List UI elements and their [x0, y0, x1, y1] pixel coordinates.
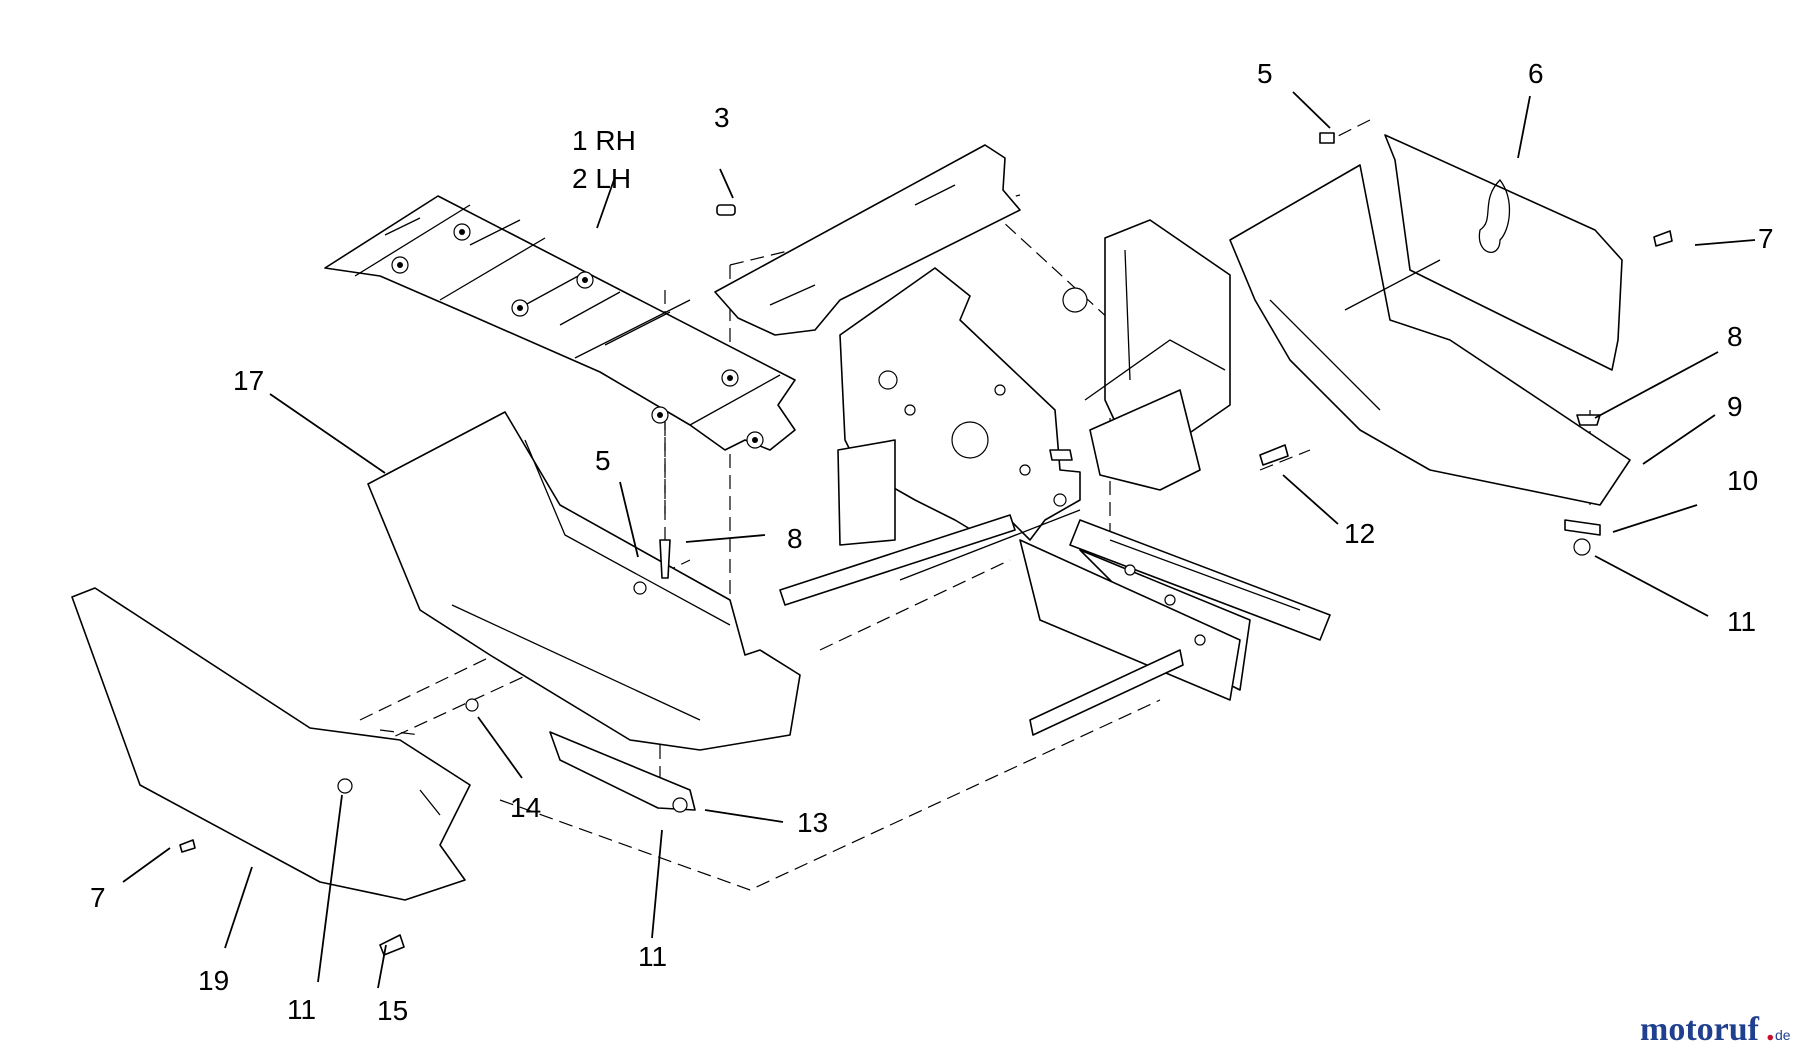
- main-frame-part: [714, 144, 1331, 736]
- watermark-dot: .: [1766, 1011, 1775, 1048]
- callout-2-lh: 2 LH: [572, 163, 631, 194]
- callout-19: 19: [198, 965, 229, 996]
- callout-11-left: 11: [287, 994, 316, 1025]
- watermark-brand: motoruf: [1640, 1011, 1760, 1048]
- callout-5-top: 5: [1257, 58, 1273, 89]
- callout-7-right: 7: [1758, 223, 1774, 254]
- left-panels-part: [71, 411, 801, 901]
- callout-15: 15: [377, 995, 408, 1026]
- callout-3: 3: [714, 102, 730, 133]
- leader-lines: [122, 91, 1756, 989]
- hardware: [179, 132, 1673, 956]
- callout-11-center: 11: [638, 941, 667, 972]
- watermark-logo: motoruf . de: [1640, 1011, 1791, 1048]
- callout-8-right: 8: [1727, 321, 1743, 352]
- callout-6: 6: [1528, 58, 1544, 89]
- callout-7-left: 7: [90, 882, 106, 913]
- callout-17: 17: [233, 365, 264, 396]
- callout-labels: 1 RH 2 LH 3 5 6 7 8 9 10 11 12 17 5 8 14…: [90, 58, 1774, 1026]
- callout-14: 14: [510, 792, 541, 823]
- callout-9: 9: [1727, 391, 1743, 422]
- callout-5-mid: 5: [595, 445, 611, 476]
- running-board-part: [324, 195, 796, 451]
- callout-12: 12: [1344, 518, 1375, 549]
- callout-13: 13: [797, 807, 828, 838]
- callout-1-rh: 1 RH: [572, 125, 636, 156]
- callout-10: 10: [1727, 465, 1758, 496]
- watermark-tld: de: [1775, 1027, 1791, 1043]
- right-shield-part: [1229, 134, 1631, 506]
- callout-8-mid: 8: [787, 523, 803, 554]
- callout-11-right: 11: [1727, 606, 1756, 637]
